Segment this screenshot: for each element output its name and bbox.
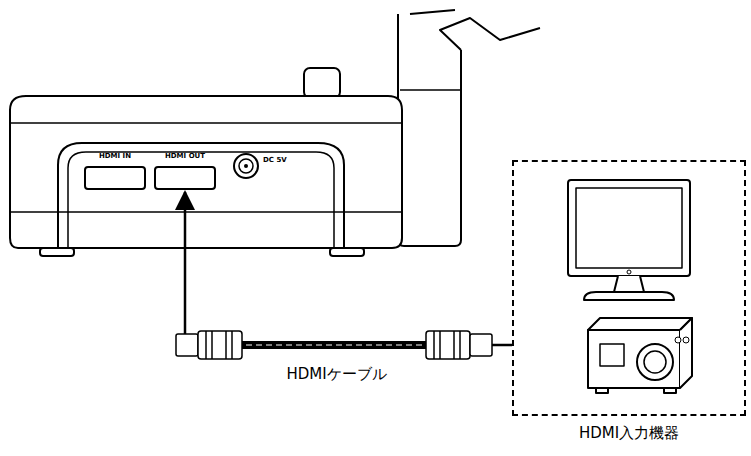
port-label: HDMI OUT [154, 152, 216, 161]
device-group-box: HDMI入力機器 [512, 160, 746, 416]
dc-jack: DC 5V [232, 152, 302, 180]
hdmi-connection [185, 192, 512, 345]
projector [588, 318, 692, 330]
hdmi-plug [426, 331, 492, 359]
hdmi-plug [176, 331, 242, 359]
port-label: HDMI IN [84, 152, 146, 161]
port-socket [154, 166, 216, 190]
rear-panel [58, 143, 344, 248]
monitor-stand [614, 276, 644, 292]
port-label: DC 5V [263, 156, 287, 165]
monitor [568, 180, 690, 276]
jack-symbol [232, 152, 260, 180]
port-socket [84, 166, 146, 190]
cable-label: HDMIケーブル [283, 365, 389, 383]
cable [242, 341, 426, 349]
group-label: HDMI入力機器 [579, 424, 679, 442]
foot [330, 248, 364, 256]
knob [304, 68, 340, 98]
camera-column [398, 14, 461, 246]
hdmi-port: HDMI IN [84, 152, 146, 190]
device-body [10, 96, 402, 248]
foot [40, 248, 74, 256]
hdmi-port: HDMI OUT [154, 152, 216, 190]
camera-arm-break [410, 10, 540, 50]
